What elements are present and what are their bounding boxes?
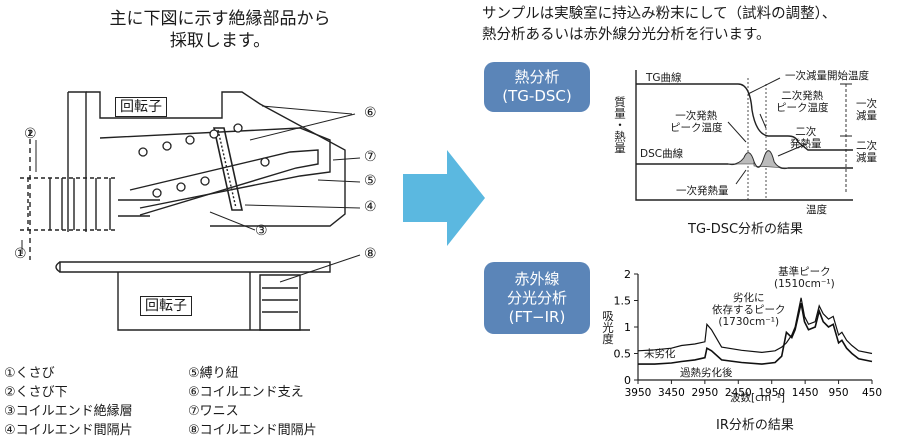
ir-chart: 0 0.5 1 1.5 2 3950 3450 2950 2450 1950 1450 950 450 <box>614 268 883 399</box>
ir-caption: IR分析の結果 <box>716 418 794 433</box>
exo-peak2-line2: ピーク温度 <box>776 102 829 114</box>
tg-dsc-badge: 熱分析 (TG-DSC) <box>484 62 590 112</box>
legend-item: ⑦ワニス <box>188 404 239 419</box>
exo-peak1-line1: 一次発熱 <box>675 110 718 122</box>
loss1-line1: 一次 <box>856 98 877 110</box>
legend-item: ⑥コイルエンド支え <box>188 385 304 400</box>
rotor-label-top: 回転子 <box>115 97 167 117</box>
ir-ytick-label: 2 <box>624 268 631 281</box>
ir-ytick-label: 0.5 <box>614 348 632 361</box>
ir-ytick-label: 1 <box>624 321 631 334</box>
ir-badge-line3: (FT−IR) <box>508 307 566 326</box>
ir-xlabel: 波数[cm⁻¹] <box>730 392 785 404</box>
ir-xtick-label: 3450 <box>658 387 685 399</box>
legend-col1: ①くさび ②くさび下 ③コイルエンド絶縁層 ④コイルエンド間隔片 <box>4 364 133 440</box>
dsc-curve-label: DSC曲線 <box>640 148 684 160</box>
legend-item: ⑧コイルエンド間隔片 <box>188 423 317 438</box>
base-peak-line2: (1510cm⁻¹) <box>774 278 835 290</box>
left-title-line2: 採取します。 <box>169 31 271 51</box>
tg-dsc-chart <box>635 70 853 201</box>
tg-dsc-badge-line1: 熱分析 <box>514 68 560 86</box>
rotor-label-bottom: 回転子 <box>140 296 192 316</box>
exo-heat2-line2: 発熱量 <box>790 138 822 150</box>
ir-ytick-label: 1.5 <box>614 295 632 308</box>
left-title-line1: 主に下図に示す絶縁部品から <box>109 9 331 29</box>
legend-item: ③コイルエンド絶縁層 <box>4 404 133 419</box>
loss2-line2: 減量 <box>856 152 877 164</box>
deg-peak-line3: (1730cm⁻¹) <box>718 316 780 328</box>
callout-3: ③ <box>255 223 268 239</box>
loss2-label: 二次 減量 <box>856 140 877 164</box>
ir-xtick-label: 1450 <box>792 387 819 399</box>
ir-xtick-label: 2950 <box>691 387 718 399</box>
exo-heat2-line1: 二次 <box>795 126 817 138</box>
tg-dsc-yaxis: 質量・熱量 <box>613 96 627 154</box>
callout-4: ④ <box>364 199 377 215</box>
legend-item: ②くさび下 <box>4 385 68 400</box>
legend-col2: ⑤縛り紐 ⑥コイルエンド支え ⑦ワニス ⑧コイルエンド間隔片 <box>188 364 317 440</box>
loss1-line2: 減量 <box>856 110 877 122</box>
base-peak-label: 基準ピーク (1510cm⁻¹) <box>774 266 835 290</box>
ir-ylabel: 吸光度 <box>601 310 615 345</box>
tg-curve-label: TG曲線 <box>646 72 682 84</box>
right-title-line2: 熱分析あるいは赤外線分光分析を行います。 <box>482 27 771 43</box>
ir-xtick-label: 3950 <box>625 387 652 399</box>
ir-xtick-label: 450 <box>862 387 882 399</box>
exo-peak1-line2: ピーク温度 <box>670 122 723 134</box>
tg-dsc-caption: TG-DSC分析の結果 <box>688 222 804 237</box>
deg-peak-line1: 劣化に <box>733 292 765 304</box>
legend-item: ⑤縛り紐 <box>188 366 239 381</box>
right-title: サンプルは実験室に持込み粉末にして（試料の調整）、 熱分析あるいは赤外線分光分析… <box>482 4 900 46</box>
exo-peak1-label: 一次発熱 ピーク温度 <box>670 110 723 134</box>
legend-item: ④コイルエンド間隔片 <box>4 423 133 438</box>
ir-series-line-1 <box>637 297 873 355</box>
loss2-line1: 二次 <box>856 140 877 152</box>
tg-dsc-badge-line2: (TG-DSC) <box>502 87 572 105</box>
arrow-right-icon <box>403 150 485 246</box>
ir-badge: 赤外線 分光分析 (FT−IR) <box>484 262 590 334</box>
tg-dsc-xaxis: 温度 <box>806 204 827 216</box>
loss1-label: 一次 減量 <box>856 98 877 122</box>
ir-xtick-label: 1950 <box>758 387 785 399</box>
callout-1: ① <box>14 246 27 262</box>
undegraded-label: 未劣化 <box>644 348 676 360</box>
ir-badge-line2: 分光分析 <box>506 288 567 307</box>
ir-badge-line1: 赤外線 <box>514 269 560 288</box>
ir-series-line-2 <box>638 303 873 365</box>
onset-label: 一次減量開始温度 <box>785 70 869 82</box>
deg-peak-line2: 依存するピーク <box>712 304 786 316</box>
exo-heat1-label: 一次発熱量 <box>676 185 729 197</box>
right-title-line1: サンプルは実験室に持込み粉末にして（試料の調整）、 <box>482 6 837 22</box>
legend-item: ①くさび <box>4 366 55 381</box>
degraded-label: 過熱劣化後 <box>680 367 733 379</box>
exo-peak2-label: 二次発熱 ピーク温度 <box>776 90 829 114</box>
deg-peak-label: 劣化に 依存するピーク (1730cm⁻¹) <box>712 292 786 328</box>
base-peak-line1: 基準ピーク <box>778 266 831 278</box>
insulation-parts-drawing <box>20 91 361 331</box>
callout-7: ⑦ <box>364 149 377 165</box>
ir-xtick-label: 950 <box>829 387 849 399</box>
exo-heat2-label: 二次 発熱量 <box>790 126 822 150</box>
callout-2: ② <box>24 126 37 142</box>
callout-8: ⑧ <box>364 246 377 262</box>
exo-peak2-line1: 二次発熱 <box>781 90 824 102</box>
ir-xtick-label: 2450 <box>725 387 752 399</box>
callout-5: ⑤ <box>364 173 377 189</box>
left-title: 主に下図に示す絶縁部品から 採取します。 <box>40 8 400 52</box>
callout-6: ⑥ <box>364 105 377 121</box>
ir-ytick-label: 0 <box>624 374 631 387</box>
